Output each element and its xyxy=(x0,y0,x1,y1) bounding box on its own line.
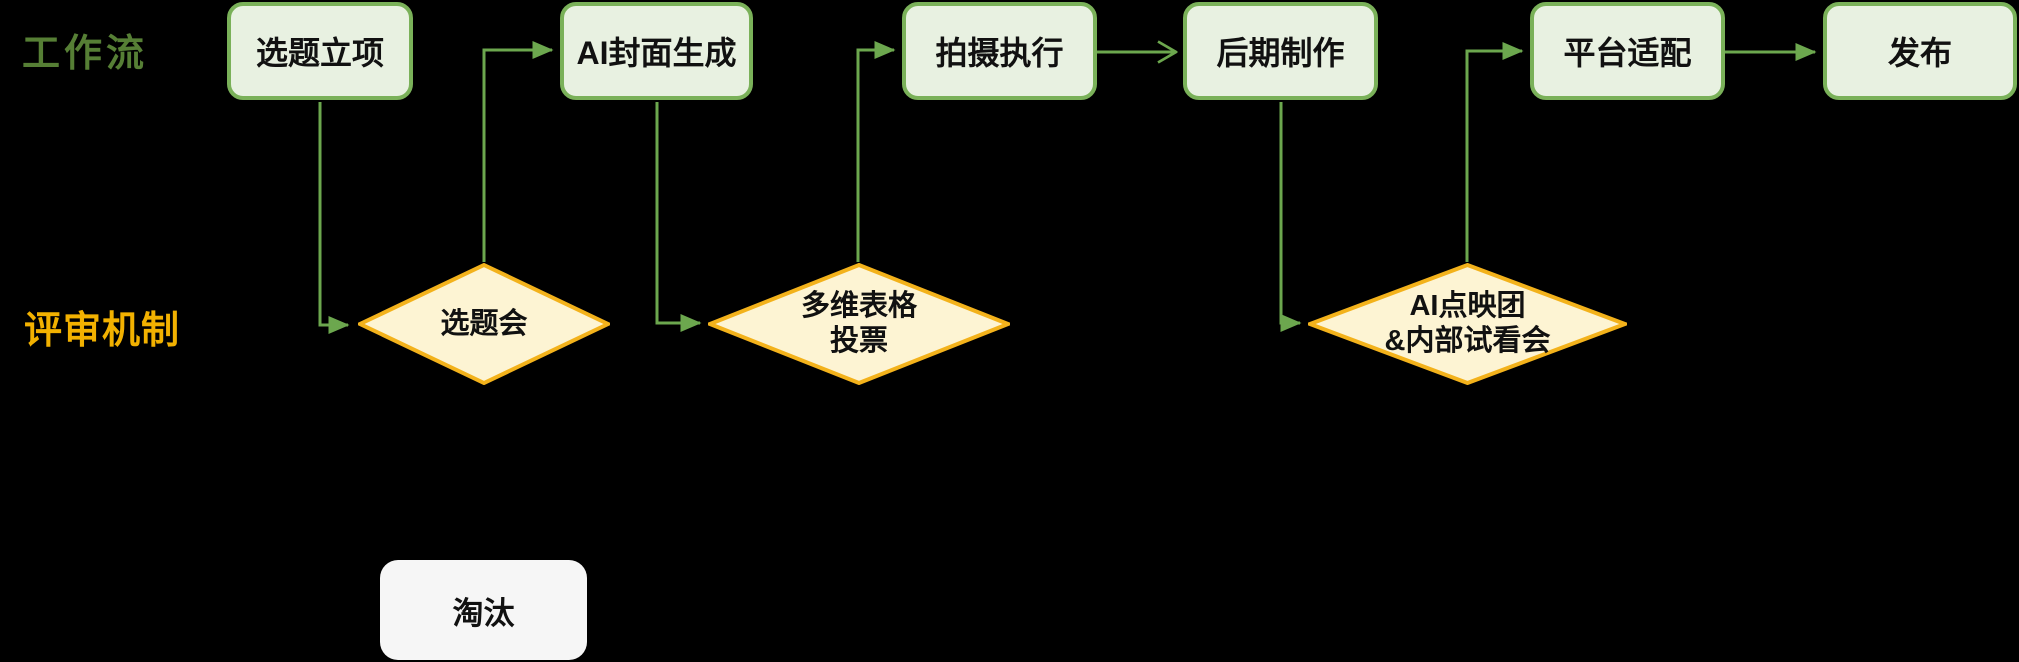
diamond-shape xyxy=(1308,263,1627,385)
edge-vote-to-shoot xyxy=(856,41,896,262)
node-label: 选题立项 xyxy=(255,35,384,71)
diamond-shape xyxy=(708,263,1010,385)
edge-cover-to-vote xyxy=(655,102,702,332)
node-label: 多维表格 投票 xyxy=(800,290,917,357)
node-label: 平台适配 xyxy=(1563,35,1692,71)
lane-label-workflow: 工作流 xyxy=(22,33,149,75)
edge-meeting-to-cover xyxy=(482,41,554,262)
node-label: AI点映团 &内部试看会 xyxy=(1384,290,1551,357)
node-label: 选题会 xyxy=(440,307,528,340)
node-label: 后期制作 xyxy=(1216,35,1345,71)
node-label: 拍摄执行 xyxy=(935,35,1064,71)
process-node-ai-cover-generation: AI封面生成 xyxy=(560,2,753,100)
outcome-node-eliminated: 淘汰 xyxy=(380,560,587,660)
process-node-publish: 发布 xyxy=(1823,2,2017,100)
process-node-shooting-execution: 拍摄执行 xyxy=(902,2,1097,100)
edge-screening-to-adapt xyxy=(1465,42,1524,262)
lane-label-review-mechanism: 评审机制 xyxy=(24,310,181,352)
decision-node-table-vote: 多维表格 投票 xyxy=(708,263,1010,385)
edge-topic-to-meeting xyxy=(318,102,350,334)
node-label: 淘汰 xyxy=(452,595,515,631)
decision-node-screening-group: AI点映团 &内部试看会 xyxy=(1308,263,1627,385)
edge-post-to-screening xyxy=(1279,102,1302,332)
process-node-topic-initiation: 选题立项 xyxy=(227,2,413,100)
node-label: AI封面生成 xyxy=(576,35,737,71)
decision-node-topic-meeting: 选题会 xyxy=(358,263,610,385)
diamond-shape xyxy=(358,263,610,385)
node-label: 发布 xyxy=(1887,35,1952,71)
process-node-post-production: 后期制作 xyxy=(1183,2,1378,100)
process-node-platform-adaptation: 平台适配 xyxy=(1530,2,1725,100)
